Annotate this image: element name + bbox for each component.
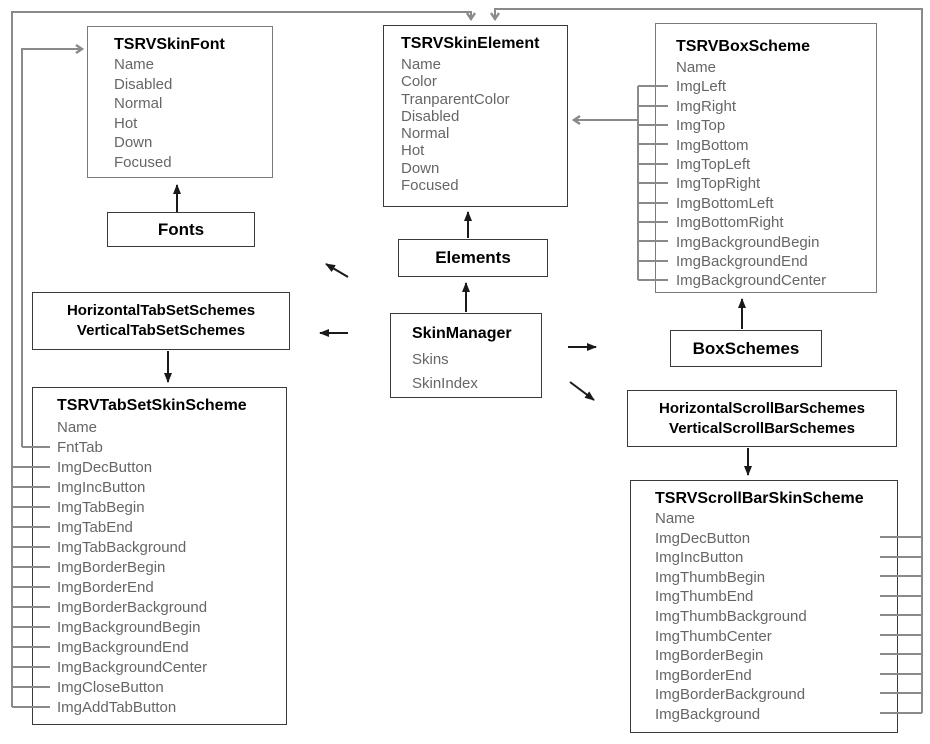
field: ImgBackgroundEnd <box>57 639 189 656</box>
arrow-skinmanager-to-scrollbarschemes <box>569 381 595 401</box>
field-list: Skins SkinIndex <box>412 348 541 396</box>
field: ImgThumbCenter <box>655 627 772 645</box>
field: ImgBorderBegin <box>57 559 166 576</box>
class-box-tsrvtabsetskinscheme: TSRVTabSetSkinScheme Name FntTab ImgDecB… <box>32 387 287 725</box>
class-box-tsrvboxscheme: TSRVBoxScheme Name ImgLeft ImgRight ImgT… <box>655 23 877 293</box>
field: ImgBottom <box>676 136 749 154</box>
field: ImgBorderEnd <box>57 579 154 596</box>
class-title: TSRVTabSetSkinScheme <box>57 397 247 414</box>
field: Disabled <box>114 75 173 93</box>
field: ImgTabBegin <box>57 499 145 516</box>
field-list: Name FntTab ImgDecButton ImgIncButton Im… <box>57 418 286 718</box>
label-box-boxschemes: BoxSchemes <box>670 330 822 367</box>
field-list: Name ImgDecButton ImgIncButton ImgThumbB… <box>655 509 897 725</box>
field: ImgLeft <box>676 78 727 96</box>
class-box-tsrvscrollbarskinscheme: TSRVScrollBarSkinScheme Name ImgDecButto… <box>630 480 898 733</box>
field: ImgBorderBackground <box>57 599 208 616</box>
label-text: Fonts <box>157 219 205 239</box>
field: ImgIncButton <box>655 549 744 567</box>
label-box-scrollbarschemes: HorizontalScrollBarSchemes VerticalScrol… <box>627 390 897 447</box>
field: ImgThumbEnd <box>655 588 754 606</box>
field: Name <box>401 56 442 73</box>
field: Skins <box>412 351 449 368</box>
label-text-line2: VerticalScrollBarSchemes <box>669 419 855 437</box>
field: ImgTabEnd <box>57 519 133 536</box>
class-box-tsrvskinfont: TSRVSkinFont Name Disabled Normal Hot Do… <box>87 26 273 178</box>
label-text-line2: VerticalTabSetSchemes <box>76 322 246 339</box>
field: ImgTopLeft <box>676 156 751 174</box>
field: ImgBorderBackground <box>655 686 806 704</box>
field: Normal <box>114 95 163 113</box>
label-text: Elements <box>435 248 511 267</box>
field: Name <box>114 56 155 73</box>
field: Disabled <box>401 107 460 125</box>
field: ImgRight <box>676 97 737 115</box>
class-title: TSRVBoxScheme <box>676 38 810 55</box>
label-text-line1: HorizontalScrollBarSchemes <box>659 399 865 417</box>
field: Name <box>655 510 696 527</box>
field: ImgDecButton <box>655 529 751 547</box>
field: ImgBorderBegin <box>655 647 764 665</box>
label-box-elements: Elements <box>398 239 548 277</box>
arrow-skinmanager-to-fonts <box>325 263 349 278</box>
field: ImgAddTabButton <box>57 699 177 716</box>
field: ImgCloseButton <box>57 679 164 696</box>
field: ImgDecButton <box>57 459 153 476</box>
field: ImgBackgroundBegin <box>676 233 820 251</box>
label-text: BoxSchemes <box>692 338 800 358</box>
field: ImgBackgroundEnd <box>676 253 808 271</box>
field: ImgBackgroundBegin <box>57 619 201 636</box>
field: SkinIndex <box>412 375 478 392</box>
field: ImgIncButton <box>57 479 146 496</box>
class-title: SkinManager <box>412 325 512 342</box>
class-box-skinmanager: SkinManager Skins SkinIndex <box>390 313 542 398</box>
field: ImgThumbBegin <box>655 568 766 586</box>
field: TranparentColor <box>401 90 510 108</box>
class-title: TSRVScrollBarSkinScheme <box>655 490 864 507</box>
class-box-tsrvskinelement: TSRVSkinElement Name Color TranparentCol… <box>383 25 568 207</box>
field: Color <box>401 73 437 91</box>
field: Name <box>676 59 717 76</box>
field: ImgBackground <box>655 705 761 723</box>
field-list: Name Disabled Normal Hot Down Focused <box>114 55 272 173</box>
field: Normal <box>401 125 450 143</box>
field: ImgTopRight <box>676 175 761 193</box>
label-box-tabsetschemes: HorizontalTabSetSchemes VerticalTabSetSc… <box>32 292 290 350</box>
field: ImgBorderEnd <box>655 666 752 684</box>
field: ImgBottomLeft <box>676 194 774 212</box>
label-box-fonts: Fonts <box>107 212 255 247</box>
field: ImgTop <box>676 117 726 135</box>
field: ImgBackgroundCenter <box>57 659 208 676</box>
class-title: TSRVSkinFont <box>114 36 225 53</box>
field-list: Name ImgLeft ImgRight ImgTop ImgBottom I… <box>676 58 876 291</box>
field: Down <box>114 134 153 152</box>
field: Hot <box>401 142 425 160</box>
field: ImgThumbBackground <box>655 607 807 625</box>
field: ImgTabBackground <box>57 539 187 556</box>
field: Focused <box>114 153 172 171</box>
field: Name <box>57 419 98 436</box>
field: Focused <box>401 177 459 195</box>
field: FntTab <box>57 439 103 456</box>
field: Hot <box>114 114 138 132</box>
label-text-line1: HorizontalTabSetSchemes <box>66 302 256 319</box>
class-title: TSRVSkinElement <box>401 35 540 52</box>
field: Down <box>401 159 440 177</box>
field: ImgBackgroundCenter <box>676 272 827 290</box>
field: ImgBottomRight <box>676 214 784 232</box>
field-list: Name Color TranparentColor Disabled Norm… <box>401 56 567 194</box>
